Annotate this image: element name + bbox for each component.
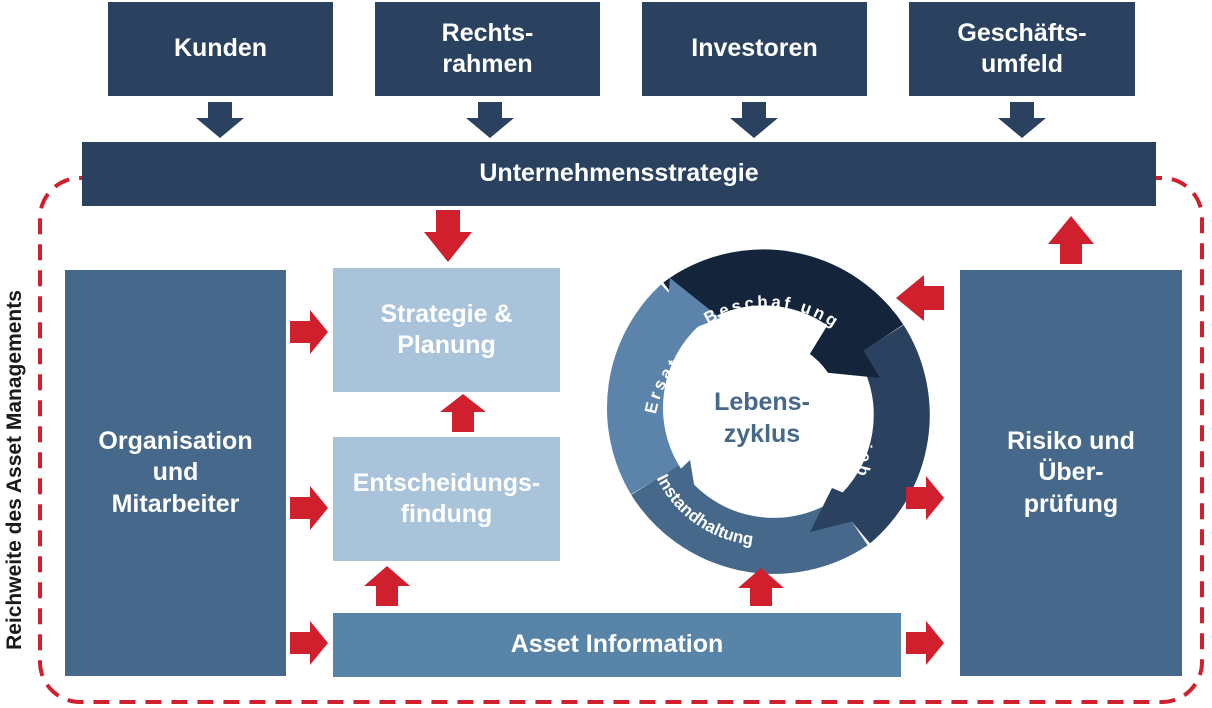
down-arrow-geschaeftsumfeld: [998, 102, 1046, 138]
red-arrow-info-to-risk: [906, 621, 944, 665]
planning-label: Strategie & Planung: [380, 299, 513, 359]
red-arrow-org-to-info: [290, 621, 328, 665]
red-arrow-lifecycle-to-risk: [906, 476, 944, 520]
stakeholder-label: Rechts- rahmen: [441, 18, 534, 78]
down-arrow-rechtsrahmen: [466, 102, 514, 138]
stakeholder-box-rechtsrahmen: Rechts- rahmen: [375, 2, 600, 96]
lifecycle-arrowhead-left: [664, 278, 720, 340]
risk-review-label: Risiko und Über- prüfung: [1007, 427, 1135, 518]
lifecycle-arrowhead-top: [800, 308, 880, 378]
red-arrow-info-to-lifecycle: [738, 568, 784, 606]
stakeholder-box-investoren: Investoren: [642, 2, 867, 96]
red-arrow-up-to-strategy: [1048, 216, 1094, 264]
stakeholder-box-kunden: Kunden: [108, 2, 333, 96]
lifecycle-segment-ersatz: [606, 284, 700, 495]
scope-boundary: [38, 176, 1204, 704]
lifecycle-arrowhead-right: [810, 488, 890, 532]
lifecycle-center-line2: zyklus: [724, 420, 800, 448]
decision-making-box: Entscheidungs- findung: [333, 437, 560, 561]
down-arrow-kunden: [196, 102, 244, 138]
asset-information-label: Asset Information: [510, 630, 724, 659]
lifecycle-segment-beschaffung: [663, 249, 904, 357]
red-arrow-org-to-planning: [290, 310, 328, 354]
strategy-bar: Unternehmensstrategie: [82, 142, 1156, 206]
strategy-label: Unternehmensstrategie: [479, 159, 759, 188]
stakeholder-label: Kunden: [173, 34, 268, 63]
decision-label: Entscheidungs- findung: [352, 468, 541, 528]
lifecycle-center: [682, 338, 842, 498]
organisation-label: Organisation und Mitarbeiter: [98, 427, 253, 518]
lifecycle-arrowhead-bottom: [640, 460, 698, 508]
red-arrow-strategy-to-planning: [424, 210, 472, 262]
strategy-planning-box: Strategie & Planung: [333, 268, 560, 392]
lifecycle-center-line1: Lebens-: [714, 388, 810, 416]
red-arrow-org-to-decision: [290, 486, 328, 530]
organisation-box: Organisation und Mitarbeiter: [65, 270, 286, 676]
risk-review-box: Risiko und Über- prüfung: [960, 270, 1182, 676]
red-arrow-info-to-decision: [364, 566, 410, 606]
stakeholder-box-geschaeftsumfeld: Geschäfts- umfeld: [909, 2, 1135, 96]
lifecycle-segment-betrieb: [833, 325, 930, 544]
asset-information-bar: Asset Information: [333, 613, 901, 677]
down-arrow-investoren: [730, 102, 778, 138]
stakeholder-label: Investoren: [691, 34, 818, 63]
red-arrow-decision-to-planning: [440, 394, 486, 432]
stakeholder-label: Geschäfts- umfeld: [957, 18, 1087, 78]
red-arrow-risk-to-lifecycle: [896, 275, 944, 321]
